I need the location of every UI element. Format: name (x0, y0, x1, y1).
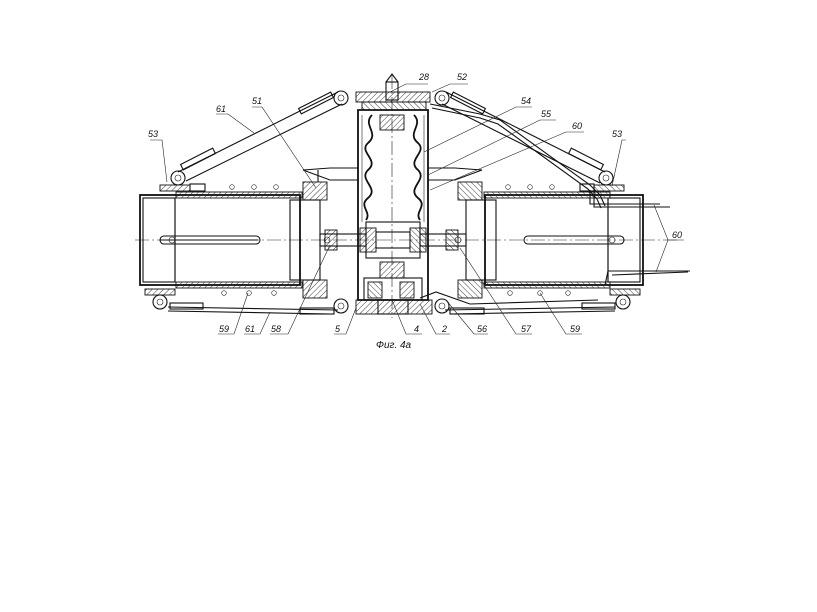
label-59-right: 59 (570, 324, 580, 334)
label-55: 55 (541, 109, 552, 119)
label-61-top: 61 (216, 104, 226, 114)
label-2: 2 (441, 324, 447, 334)
label-59-left: 59 (219, 324, 229, 334)
central-assembly (319, 73, 467, 315)
leader-lines (150, 83, 684, 335)
label-56: 56 (477, 324, 487, 334)
levers (167, 91, 616, 311)
label-28: 28 (418, 72, 429, 82)
figure-caption: Фиг. 4а (376, 340, 412, 351)
label-60-right: 60 (672, 230, 682, 240)
label-58: 58 (271, 324, 281, 334)
reference-labels: 28 52 61 51 54 55 60 53 53 60 59 61 58 5… (148, 72, 682, 334)
right-cylinder (427, 167, 690, 315)
label-53-left: 53 (148, 129, 158, 139)
left-cylinder (139, 167, 359, 315)
label-51: 51 (252, 96, 262, 106)
label-52: 52 (457, 72, 467, 82)
label-61-bottom: 61 (245, 324, 255, 334)
label-60-top: 60 (572, 121, 582, 131)
label-57: 57 (521, 324, 532, 334)
label-53-right: 53 (612, 129, 622, 139)
label-4: 4 (414, 324, 419, 334)
label-5: 5 (335, 324, 341, 334)
label-54: 54 (521, 96, 531, 106)
